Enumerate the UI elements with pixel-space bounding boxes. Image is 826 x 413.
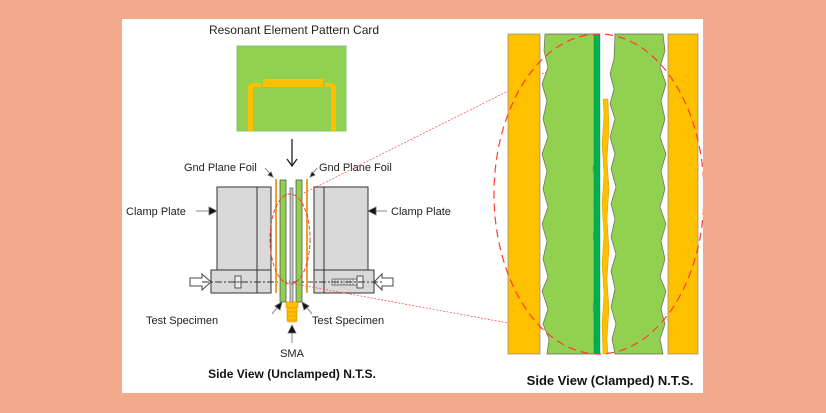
- gnd-foil-right: [306, 179, 308, 293]
- sma-label: SMA: [280, 348, 305, 360]
- ground-foil-right-clamped: [667, 33, 699, 355]
- test-specimen-label-right: Test Specimen: [312, 315, 384, 327]
- clamp-plate-label-left: Clamp Plate: [126, 206, 186, 218]
- clamp-plate-right: [313, 186, 375, 294]
- ground-plane-clamped: [593, 33, 601, 355]
- specimen-pointer-arrows: [271, 301, 313, 315]
- clamped-caption: Side View (Clamped) N.T.S.: [527, 373, 694, 388]
- diagram-panel: Resonant Element Pattern Card Gnd Plane …: [122, 19, 703, 393]
- clamp-plate-left: [210, 186, 272, 294]
- center-conductor-clamped: [601, 98, 610, 355]
- pattern-card: [236, 45, 347, 132]
- clamp-plate-pointer-right: [367, 206, 387, 216]
- clamp-force-arrow-right-icon: [373, 272, 394, 292]
- resonant-element-trace: [248, 79, 336, 131]
- diagram-svg: Resonant Element Pattern Card Gnd Plane …: [126, 23, 703, 388]
- sma-connector: [285, 301, 299, 323]
- card-title: Resonant Element Pattern Card: [209, 23, 379, 37]
- center-conductor: [289, 187, 294, 303]
- clamped-view: [493, 33, 703, 355]
- foil-pointer-arrows: [264, 167, 318, 178]
- gnd-plane-foil-label-right: Gnd Plane Foil: [319, 162, 392, 174]
- sma-pointer-arrow: [287, 324, 297, 343]
- insert-arrow-icon: [286, 139, 298, 168]
- test-specimen-left-clamped: [541, 33, 599, 355]
- callout-ellipse-small: [269, 193, 311, 285]
- gnd-plane-foil-label-left: Gnd Plane Foil: [184, 162, 257, 174]
- test-specimen-right-clamped: [609, 33, 667, 355]
- clamp-plate-pointer-left: [196, 206, 218, 216]
- ground-foil-left-clamped: [507, 33, 541, 355]
- unclamped-caption: Side View (Unclamped) N.T.S.: [208, 367, 376, 381]
- clamp-force-arrow-left-icon: [189, 272, 212, 292]
- test-specimen-left: [279, 179, 287, 303]
- callout-ellipse-large: [493, 33, 703, 355]
- test-specimen-right: [295, 179, 303, 303]
- test-specimen-label-left: Test Specimen: [146, 315, 218, 327]
- clamp-plate-label-right: Clamp Plate: [391, 206, 451, 218]
- gnd-foil-left: [275, 179, 277, 293]
